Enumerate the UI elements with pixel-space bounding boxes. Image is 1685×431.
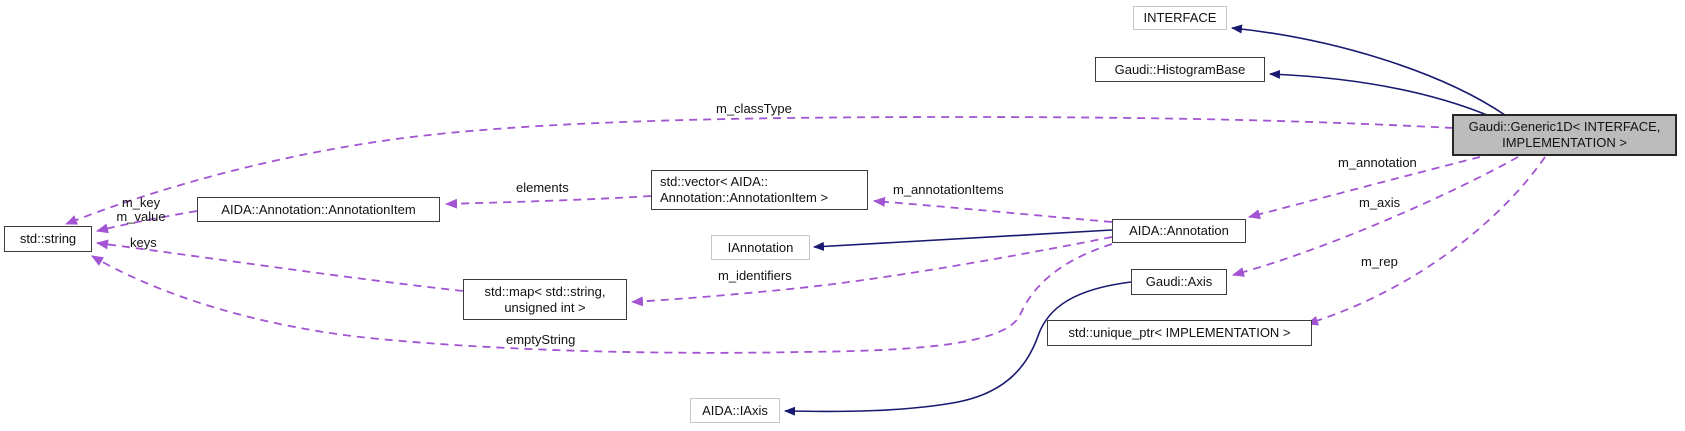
node-std-vector-label-line2: Annotation::AnnotationItem > [660,190,829,205]
edge-m-axis [1232,156,1519,277]
edge-generic1d-to-histogrambase [1269,69,1488,116]
node-aida-annotation[interactable]: AIDA::Annotation [1112,219,1246,243]
node-gaudi-histogrambase[interactable]: Gaudi::HistogramBase [1095,57,1265,82]
node-gaudi-axis[interactable]: Gaudi::Axis [1131,269,1227,295]
edge-emptystring [91,243,1113,354]
edge-m-rep [1306,156,1546,326]
edge-label-keys: keys [130,235,157,250]
edge-label-m-key-m-value: m_key m_value [108,196,174,224]
edge-label-emptystring: emptyString [506,332,576,347]
edge-keys [96,239,464,292]
edge-m-identifiers [631,236,1113,307]
node-gaudi-generic1d: Gaudi::Generic1D< INTERFACE, IMPLEMENTAT… [1452,114,1677,156]
edge-label-m-annotationitems: m_annotationItems [893,182,1004,197]
edge-label-m-value: m_value [116,209,166,224]
edge-label-m-key: m_key [121,195,161,210]
edge-generic1d-to-interface [1231,24,1506,116]
node-std-map-label-line2: unsigned int > [504,299,586,315]
edge-label-m-identifiers: m_identifiers [718,268,792,283]
edge-annotation-to-iannotation [813,229,1113,251]
edge-label-m-classtype: m_classType [716,101,792,116]
node-std-map[interactable]: std::map< std::string, unsigned int > [463,279,627,320]
node-std-string-label: std::string [19,231,77,246]
node-gaudi-axis-label: Gaudi::Axis [1145,274,1213,289]
edge-elements [445,195,652,209]
edge-m-classtype [65,116,1454,225]
node-std-vector-label-line1: std::vector< AIDA:: [660,174,769,189]
node-gaudi-generic1d-label-line2: IMPLEMENTATION > [1502,135,1627,150]
node-interface: INTERFACE [1133,6,1227,30]
node-std-unique-ptr-label: std::unique_ptr< IMPLEMENTATION > [1068,325,1291,340]
node-gaudi-generic1d-label-line1: Gaudi::Generic1D< INTERFACE, [1468,119,1661,134]
edge-label-m-axis: m_axis [1359,195,1401,210]
node-std-vector-annotationitem[interactable]: std::vector< AIDA:: Annotation::Annotati… [651,170,868,210]
node-aida-iaxis: AIDA::IAxis [690,398,780,423]
node-aida-annotation-label: AIDA::Annotation [1129,223,1229,238]
node-aida-annotation-annotationitem[interactable]: AIDA::Annotation::AnnotationItem [197,197,440,222]
edge-m-key-m-value [96,210,198,234]
node-std-string[interactable]: std::string [4,226,92,252]
edge-label-m-annotation: m_annotation [1338,155,1417,170]
node-std-map-label-line1: std::map< std::string, [484,283,606,299]
node-iannotation: IAnnotation [711,235,810,260]
node-aida-annotation-annotationitem-label: AIDA::Annotation::AnnotationItem [221,201,416,217]
edge-axis-to-iaxis [784,281,1132,416]
node-std-unique-ptr[interactable]: std::unique_ptr< IMPLEMENTATION > [1047,320,1312,346]
node-interface-label: INTERFACE [1143,10,1217,25]
node-aida-iaxis-label: AIDA::IAxis [702,402,768,418]
edge-label-m-rep: m_rep [1361,254,1398,269]
edge-m-annotation [1248,156,1481,220]
node-gaudi-histogrambase-label: Gaudi::HistogramBase [1114,61,1246,77]
edge-label-elements: elements [516,180,569,195]
edge-m-annotationitems [873,196,1113,223]
node-iannotation-label: IAnnotation [727,239,794,255]
